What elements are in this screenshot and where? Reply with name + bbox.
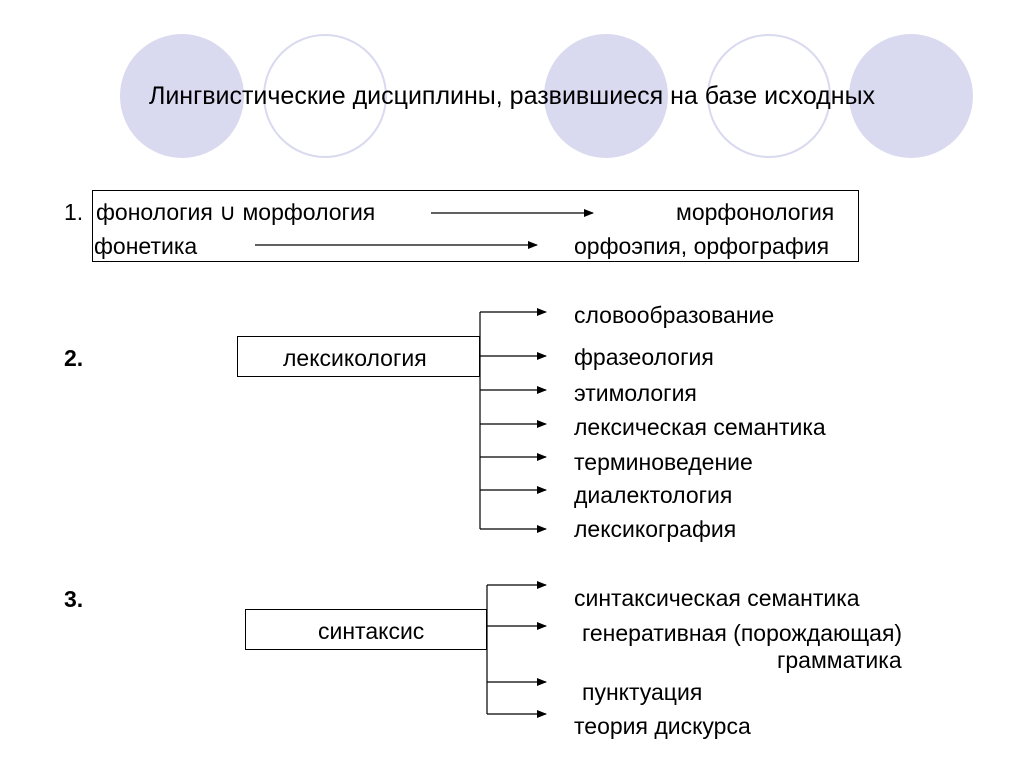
section2-number: 2. <box>64 345 84 371</box>
lex-branch-1: словообразование <box>574 302 775 328</box>
section3-number: 3. <box>64 586 84 612</box>
syn-branch-2-cont: грамматика <box>777 647 902 673</box>
syn-branch-2: генеративная (порождающая) <box>582 620 903 646</box>
lexicology-label: лексикология <box>283 345 427 371</box>
lex-branch-3: этимология <box>574 380 697 406</box>
lex-branch-6: диалектология <box>574 482 733 508</box>
section1-target-a: морфонология <box>676 199 835 225</box>
lex-branch-4: лексическая семантика <box>574 414 826 440</box>
lex-branch-5: терминоведение <box>574 449 753 475</box>
syn-branch-1: синтаксическая семантика <box>574 585 860 611</box>
lex-branch-7: лексикография <box>574 516 737 542</box>
syntax-box <box>245 609 487 650</box>
section1-source-a: фонология ∪ морфология <box>96 199 376 225</box>
lex-branch-2: фразеология <box>574 344 714 370</box>
decor-circle-1 <box>120 34 244 158</box>
decor-circle-4 <box>707 34 831 158</box>
section1-target-b: орфоэпия, орфография <box>574 233 830 259</box>
lexicology-box <box>237 336 480 377</box>
section1-box <box>92 190 859 262</box>
decor-circle-3 <box>544 34 668 158</box>
syn-branch-4: теория дискурса <box>574 713 751 739</box>
syntax-label: синтаксис <box>318 618 425 644</box>
decor-circle-2 <box>263 34 387 158</box>
section1-number: 1. <box>64 199 84 225</box>
slide-title: Лингвистические дисциплины, развившиеся … <box>148 82 876 110</box>
section1-source-b: фонетика <box>94 233 198 259</box>
syn-branch-3: пунктуация <box>582 679 703 705</box>
decor-circle-5 <box>849 34 973 158</box>
